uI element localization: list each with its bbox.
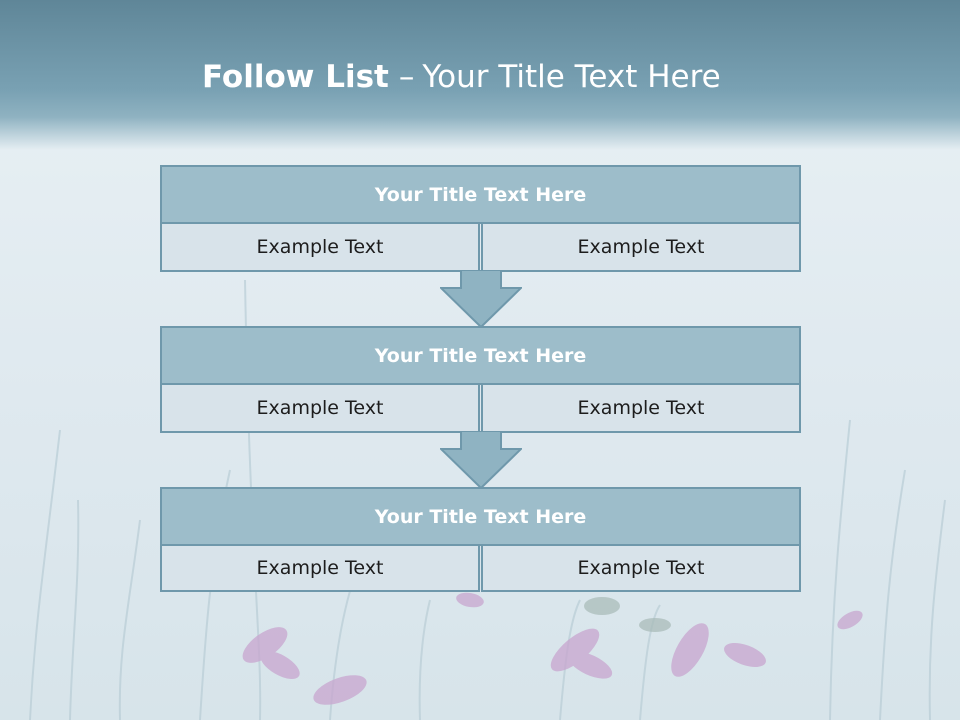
block-cell-right: Example Text (481, 383, 801, 433)
slide-title: Follow List–Your Title Text Here (202, 55, 721, 99)
block-title: Your Title Text Here (160, 487, 801, 546)
down-arrow-icon (440, 270, 522, 328)
block-title: Your Title Text Here (160, 326, 801, 385)
block-cell-left: Example Text (160, 544, 480, 592)
block-title: Your Title Text Here (160, 165, 801, 224)
slide-title-bold: Follow List (202, 59, 389, 95)
block-cell-left: Example Text (160, 222, 480, 272)
block-cell-right: Example Text (481, 222, 801, 272)
slide-header-band (0, 0, 960, 150)
block-cell-right: Example Text (481, 544, 801, 592)
slide-title-separator: – (398, 59, 415, 95)
slide-title-rest: Your Title Text Here (422, 59, 721, 95)
down-arrow-icon (440, 431, 522, 489)
block-cell-left: Example Text (160, 383, 480, 433)
